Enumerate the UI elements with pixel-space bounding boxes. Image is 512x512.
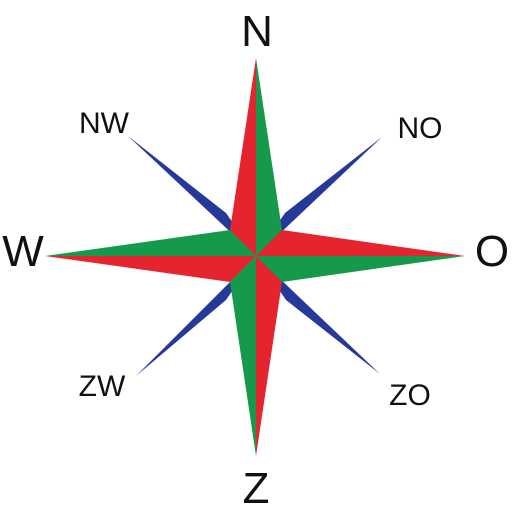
point-e-top — [256, 230, 465, 256]
point-s-left — [230, 256, 256, 456]
label-southwest: ZW — [79, 370, 126, 403]
label-north: N — [241, 7, 273, 56]
diagonal-points — [128, 136, 382, 376]
label-northeast: NO — [398, 112, 443, 145]
label-southeast: ZO — [389, 379, 431, 412]
point-w-top — [45, 230, 256, 256]
label-south: Z — [243, 464, 270, 512]
point-s-right — [256, 256, 282, 456]
label-northwest: NW — [79, 107, 130, 140]
point-n-left — [230, 58, 256, 256]
point-nw — [128, 136, 256, 256]
cardinal-points — [45, 58, 465, 456]
point-ne — [256, 137, 382, 256]
point-sw — [136, 256, 256, 376]
point-w-bottom — [45, 256, 256, 282]
label-west: W — [2, 227, 44, 276]
point-e-bottom — [256, 256, 465, 282]
label-east: O — [475, 227, 509, 276]
direction-labels: N NO O ZO Z ZW W NW — [2, 7, 509, 512]
point-n-right — [256, 58, 282, 256]
point-se — [256, 256, 380, 374]
